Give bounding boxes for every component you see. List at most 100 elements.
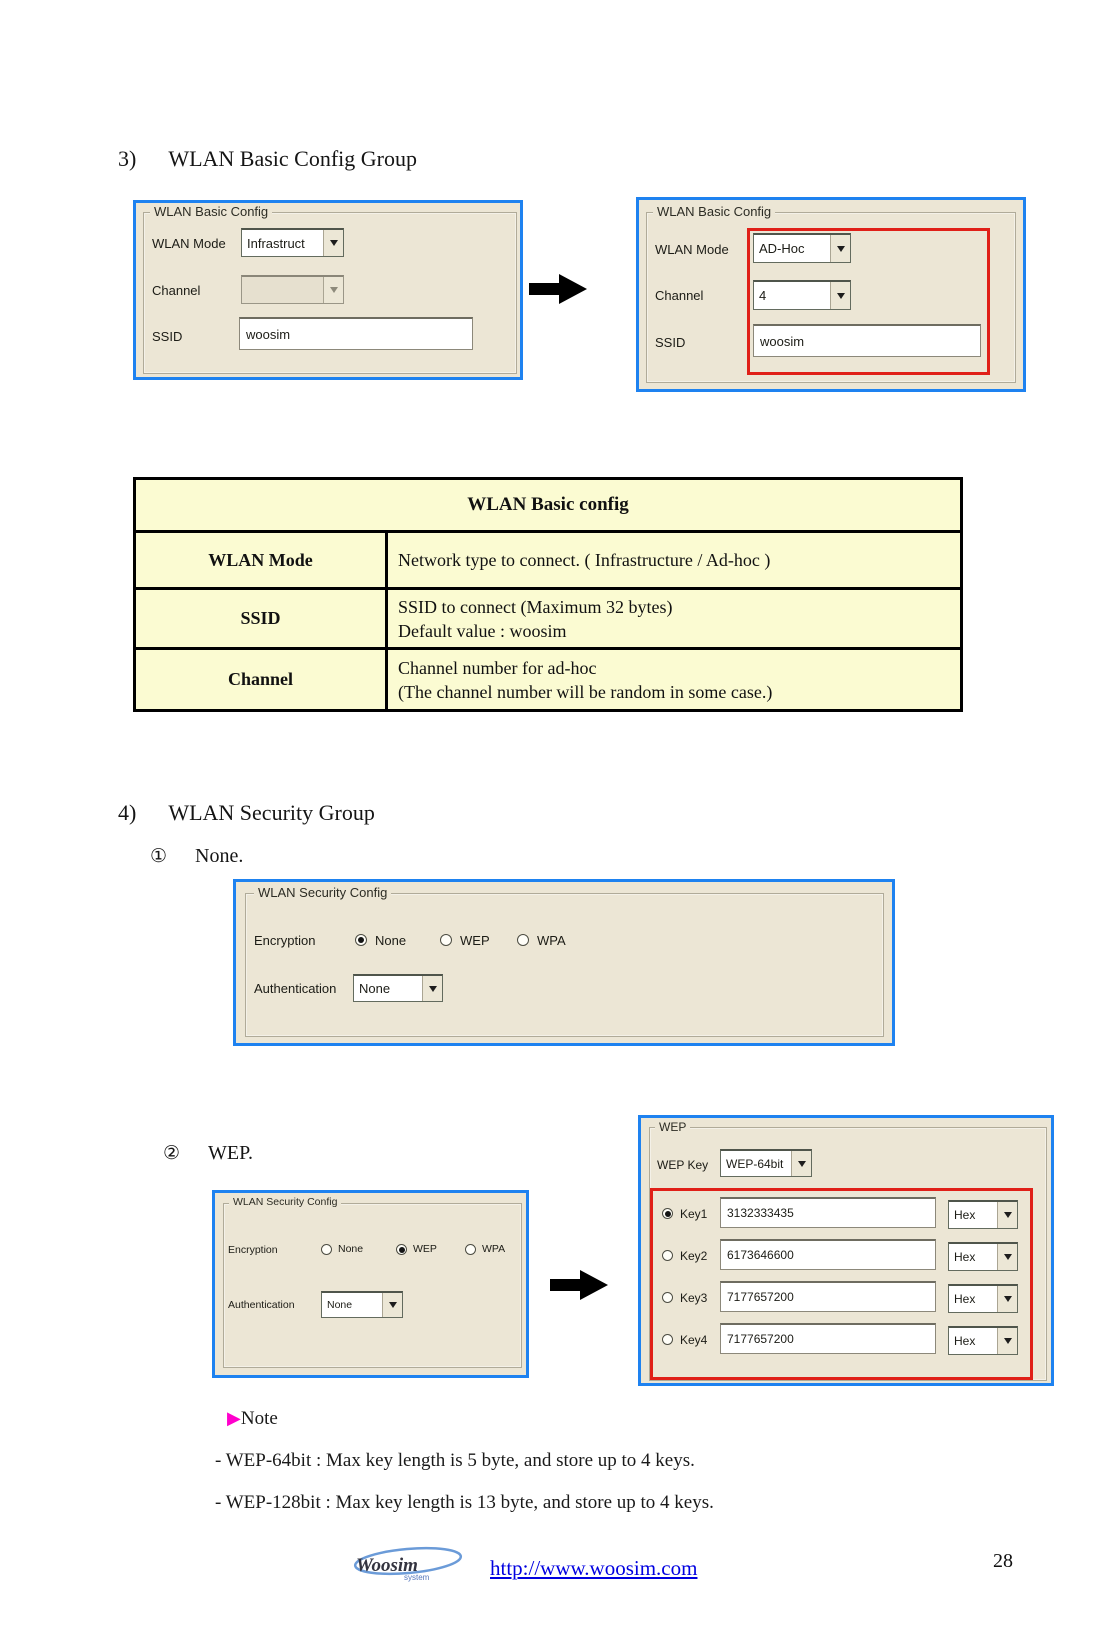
- dropdown-arrow-icon: [997, 1244, 1017, 1270]
- note-arrow-icon: ▶: [227, 1408, 241, 1429]
- row-desc-line2: (The channel number will be random in so…: [398, 681, 773, 702]
- dropdown-arrow-icon: [830, 235, 850, 262]
- table-row: SSID SSID to connect (Maximum 32 bytes) …: [133, 587, 963, 650]
- logo-main-text: Woosim: [356, 1555, 418, 1576]
- wep-groupbox: [649, 1127, 1047, 1381]
- note-line-2: - WEP-128bit : Max key length is 13 byte…: [215, 1492, 714, 1513]
- row-desc: Network type to connect. ( Infrastructur…: [385, 530, 963, 590]
- row-desc-line1: Network type to connect. ( Infrastructur…: [398, 550, 771, 570]
- channel-label: Channel: [152, 283, 201, 298]
- authentication-value: None: [327, 1299, 353, 1311]
- row-desc-line2: Default value : woosim: [398, 620, 567, 641]
- ssid-label: SSID: [655, 335, 686, 350]
- authentication-combo: None: [321, 1291, 403, 1318]
- wlan-security-config-none-screenshot: WLAN Security Config Encryption None WEP…: [233, 879, 895, 1046]
- red-highlight-rectangle: [747, 228, 990, 375]
- row-desc-line1: SSID to connect (Maximum 32 bytes): [398, 596, 673, 617]
- radio-wpa-label: WPA: [537, 933, 566, 948]
- wlan-security-config-groupbox: [245, 893, 884, 1037]
- key3-format-combo: Hex: [948, 1284, 1018, 1313]
- wlan-security-config-wep-screenshot: WLAN Security Config Encryption None WEP…: [212, 1190, 529, 1378]
- dropdown-arrow-icon: [997, 1202, 1017, 1228]
- row-desc-line1: Channel number for ad-hoc: [398, 657, 597, 678]
- dropdown-arrow-icon: [323, 277, 343, 303]
- logo-sub-text: system: [404, 1573, 430, 1582]
- key3-format-value: Hex: [954, 1292, 976, 1306]
- section3-title: WLAN Basic Config Group: [168, 146, 418, 171]
- channel-value: 4: [759, 288, 767, 303]
- row-desc: SSID to connect (Maximum 32 bytes) Defau…: [385, 587, 963, 650]
- note-title: Note: [240, 1408, 278, 1429]
- key3-input: 7177657200: [720, 1281, 936, 1312]
- footer-website-link[interactable]: http://www.woosim.com: [490, 1556, 698, 1580]
- wep-key-label: WEP Key: [657, 1158, 709, 1172]
- key2-input: 6173646600: [720, 1239, 936, 1270]
- channel-combo: 4: [753, 280, 851, 310]
- authentication-value: None: [359, 981, 391, 996]
- radio-none-label: None: [375, 933, 407, 948]
- radio-key4: [662, 1334, 673, 1345]
- section3-number: 3): [118, 146, 137, 171]
- groupbox-title: WLAN Basic Config: [653, 204, 776, 219]
- ssid-input: woosim: [239, 317, 473, 350]
- radio-key3: [662, 1292, 673, 1303]
- section4-title: WLAN Security Group: [168, 800, 375, 825]
- dropdown-arrow-icon: [422, 976, 442, 1001]
- section4-number: 4): [118, 800, 137, 825]
- subitem-wep-label: WEP.: [208, 1142, 254, 1164]
- wep-keys-screenshot: WEP WEP Key WEP-64bit Key1 3132333435 He…: [638, 1115, 1054, 1386]
- key4-format-value: Hex: [954, 1334, 976, 1348]
- channel-value: [242, 277, 323, 303]
- right-arrow-icon: [529, 274, 587, 304]
- groupbox-title: WLAN Security Config: [229, 1196, 342, 1208]
- red-highlight-rectangle: [650, 1188, 1033, 1380]
- wlan-basic-config-groupbox: [143, 212, 517, 374]
- groupbox-title: WLAN Security Config: [254, 885, 392, 900]
- table-header-row: WLAN Basic config: [133, 477, 963, 533]
- radio-wep-label: WEP: [460, 933, 490, 948]
- key4-format-combo: Hex: [948, 1326, 1018, 1355]
- authentication-combo: None: [353, 974, 443, 1002]
- wep-key-value: WEP-64bit: [726, 1156, 784, 1171]
- radio-wep: [440, 934, 452, 946]
- wlan-mode-value: Infrastruct: [247, 235, 305, 251]
- wep-key-combo: WEP-64bit: [720, 1149, 812, 1177]
- groupbox-title: WEP: [655, 1120, 691, 1134]
- dropdown-arrow-icon: [382, 1293, 402, 1317]
- key2-format-value: Hex: [954, 1250, 976, 1264]
- row-desc: Channel number for ad-hoc (The channel n…: [385, 647, 963, 712]
- wlan-basic-config-before-screenshot: WLAN Basic Config WLAN Mode Infrastruct …: [133, 200, 523, 380]
- authentication-label: Authentication: [254, 981, 337, 996]
- key4-label: Key4: [680, 1333, 708, 1347]
- radio-none: [321, 1244, 332, 1255]
- radio-none-label: None: [338, 1243, 364, 1255]
- radio-wep-label: WEP: [413, 1243, 437, 1255]
- radio-wep: [396, 1244, 407, 1255]
- wlan-mode-label: WLAN Mode: [152, 236, 226, 251]
- row-name: WLAN Mode: [133, 530, 388, 590]
- key2-format-combo: Hex: [948, 1242, 1018, 1271]
- authentication-label: Authentication: [228, 1299, 295, 1311]
- key2-label: Key2: [680, 1249, 708, 1263]
- dropdown-arrow-icon: [323, 230, 343, 256]
- groupbox-title: WLAN Basic Config: [150, 204, 273, 219]
- radio-wpa-label: WPA: [482, 1243, 506, 1255]
- ssid-label: SSID: [152, 329, 183, 344]
- key1-format-combo: Hex: [948, 1200, 1018, 1229]
- key4-input: 7177657200: [720, 1323, 936, 1354]
- radio-key2: [662, 1250, 673, 1261]
- dropdown-arrow-icon: [791, 1151, 811, 1176]
- table-title: WLAN Basic config: [133, 477, 963, 533]
- woosim-logo: Woosim system: [353, 1546, 463, 1582]
- channel-label: Channel: [655, 288, 704, 303]
- dropdown-arrow-icon: [997, 1328, 1017, 1354]
- radio-none: [355, 934, 367, 946]
- key3-label: Key3: [680, 1291, 708, 1305]
- wlan-mode-label: WLAN Mode: [655, 242, 729, 257]
- radio-wpa: [517, 934, 529, 946]
- wlan-basic-config-groupbox: [646, 212, 1016, 383]
- subitem-none-label: None.: [195, 845, 244, 867]
